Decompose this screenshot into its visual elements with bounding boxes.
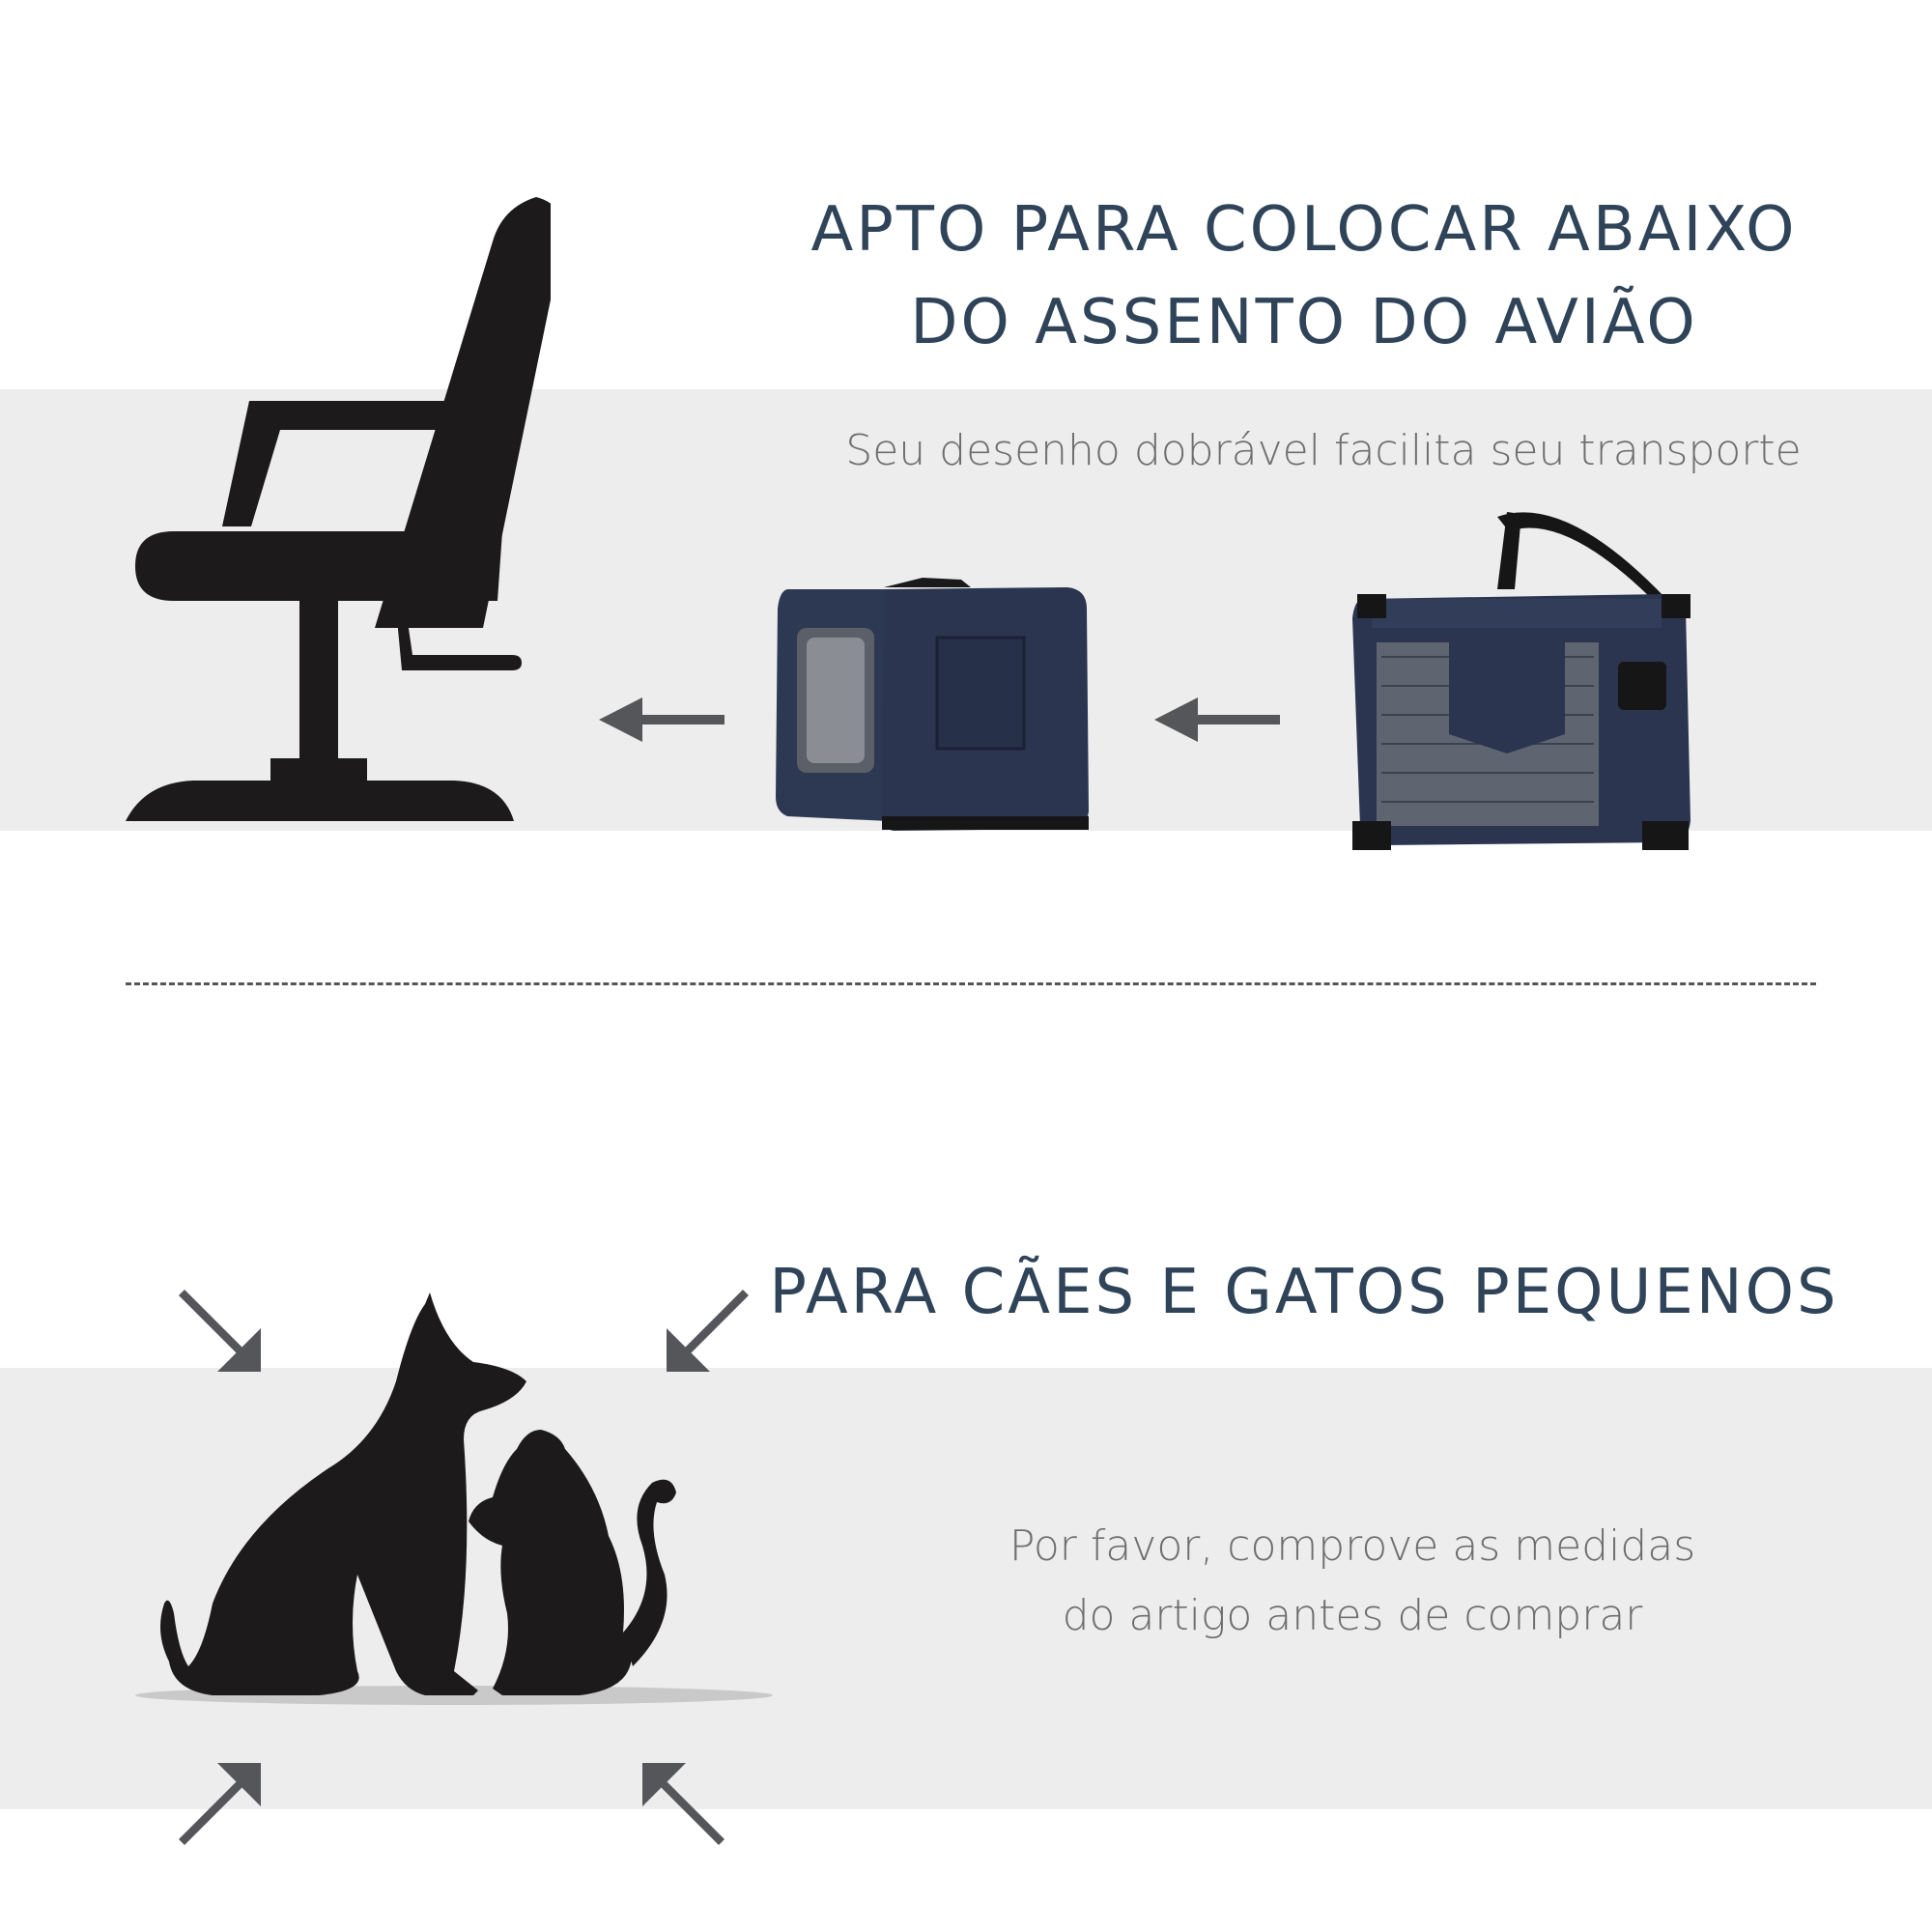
arrow-inward-icon — [179, 1290, 261, 1372]
folded-carrier-image — [776, 578, 1089, 831]
dog-cat-silhouette-icon — [135, 1293, 773, 1705]
airplane-heading-line1: APTO PARA COLOCAR ABAIXO — [810, 194, 1798, 266]
arrow-inward-icon — [642, 1763, 724, 1845]
measure-note-line1: Por favor, comprove as medidas — [1009, 1521, 1696, 1571]
arrow-left-icon — [1154, 697, 1280, 742]
measure-note-line2: do artigo antes de comprar — [1062, 1591, 1643, 1640]
arrow-inward-icon — [179, 1763, 261, 1845]
measure-note: Por favor, comprove as medidas do artigo… — [869, 1512, 1835, 1651]
small-pets-heading: PARA CÃES E GATOS PEQUENOS — [769, 1257, 1839, 1328]
open-carrier-image — [1352, 512, 1690, 850]
foldable-design-subtitle: Seu desenho dobrável facilita seu transp… — [845, 426, 1802, 475]
section-divider — [126, 982, 1816, 985]
airplane-heading-line2: DO ASSENTO DO AVIÃO — [910, 287, 1698, 358]
arrow-left-icon — [599, 697, 724, 742]
arrow-inward-icon — [667, 1290, 749, 1372]
airplane-seat-heading: APTO PARA COLOCAR ABAIXO DO ASSENTO DO A… — [734, 184, 1874, 369]
chair-icon — [126, 197, 551, 821]
